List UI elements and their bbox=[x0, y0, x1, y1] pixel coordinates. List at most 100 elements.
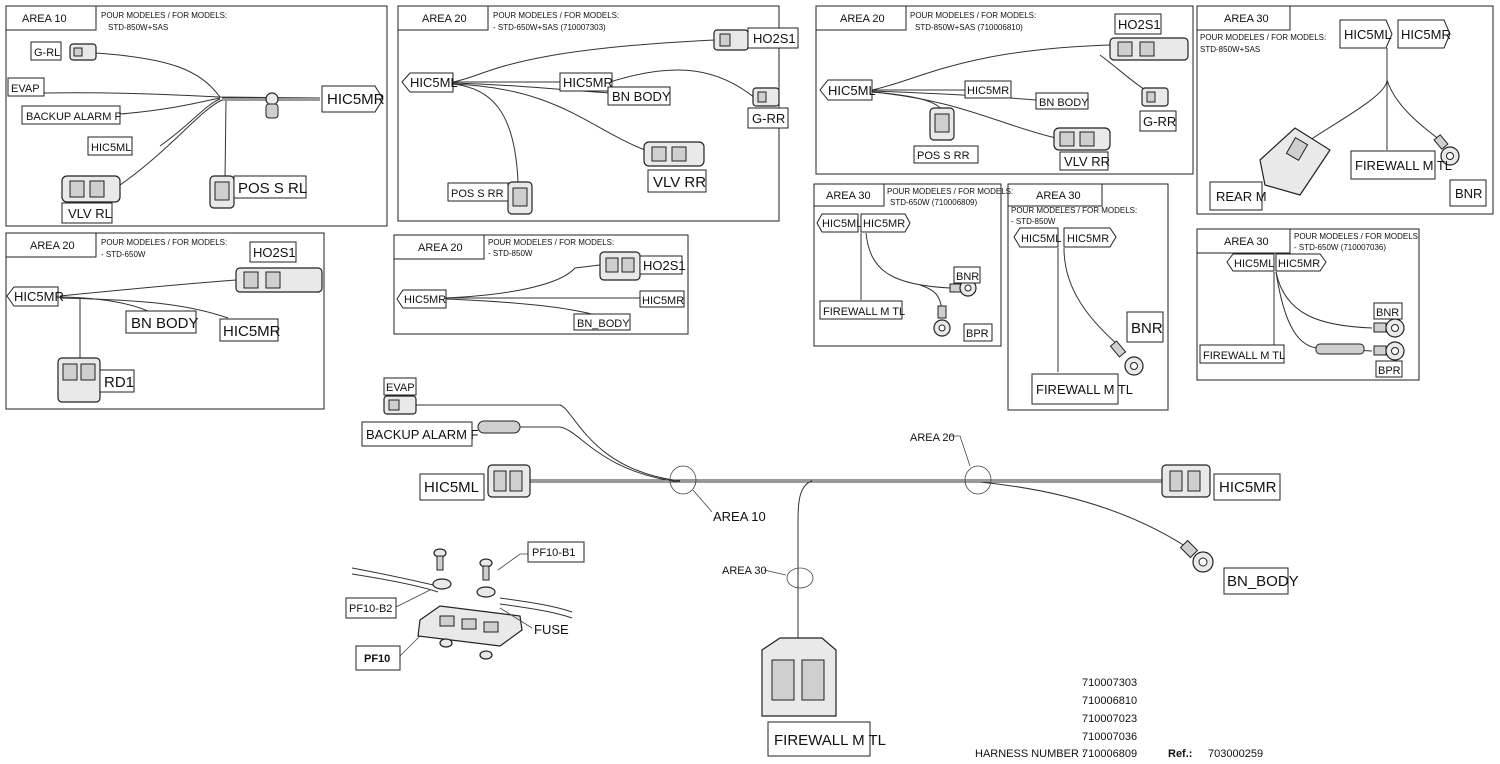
panel-frame bbox=[393, 234, 689, 335]
panel-area-box bbox=[393, 234, 485, 260]
ref-value: 703000259 bbox=[1208, 748, 1263, 760]
label-vlv-rr: VLV RR bbox=[1064, 154, 1110, 169]
ring-terminal-bnr-icon bbox=[949, 279, 977, 297]
panel-frame bbox=[1196, 228, 1420, 381]
panel-models-list: STD-850W+SAS (710006810) bbox=[915, 23, 1023, 32]
panel-area10-std850w-sas: AREA 10 POUR MODELES / FOR MODELS: STD-8… bbox=[5, 5, 388, 227]
label-bpr: BPR bbox=[1378, 365, 1401, 377]
ring-terminal-bn-body-icon bbox=[1179, 539, 1214, 573]
label-bnr: BNR bbox=[956, 271, 979, 283]
label-arrow-box bbox=[1063, 227, 1117, 248]
label-arrow-box bbox=[1339, 19, 1393, 49]
panel-models-heading: POUR MODELES / FOR MODELS: bbox=[488, 238, 614, 247]
label-hic5ml: HIC5ML bbox=[1021, 233, 1061, 245]
connector-rear-m-icon bbox=[1259, 127, 1331, 196]
label-bnr: BNR bbox=[1376, 307, 1399, 319]
label-box bbox=[639, 290, 685, 308]
label-hic5mr: HIC5MR bbox=[14, 289, 64, 304]
label-arrow-box bbox=[6, 286, 59, 307]
label-box bbox=[345, 597, 397, 619]
label-hic5mr: HIC5MR bbox=[1219, 479, 1277, 496]
label-pf10-b2: PF10-B2 bbox=[349, 603, 392, 615]
label-box bbox=[1449, 179, 1487, 207]
ring-terminal-bnr-icon bbox=[1373, 318, 1405, 338]
label-box bbox=[87, 136, 133, 156]
label-ho2s1: HO2S1 bbox=[753, 31, 796, 46]
label-hic5ml: HIC5ML bbox=[1344, 27, 1392, 42]
wire bbox=[1309, 48, 1388, 141]
panel-frame bbox=[1196, 5, 1494, 215]
label-box bbox=[249, 241, 297, 263]
ring-terminal-bnr-icon bbox=[1433, 134, 1460, 166]
fuse-block-pf10 bbox=[351, 548, 573, 660]
area10-marker bbox=[669, 465, 697, 495]
washer-icon bbox=[476, 586, 496, 598]
harness-number: 710007036 bbox=[1082, 731, 1137, 743]
panel-area-label: AREA 30 bbox=[826, 190, 871, 202]
wire bbox=[871, 44, 1111, 91]
panel-models-list: - STD-850W bbox=[488, 249, 533, 258]
label-box bbox=[383, 377, 417, 396]
panel-models-heading: POUR MODELES / FOR MODELS: bbox=[493, 11, 619, 20]
panel-models-heading: POUR MODELES / FOR MODELS: bbox=[1294, 232, 1420, 241]
label-box bbox=[573, 313, 631, 331]
ring-terminal-bpr-icon bbox=[1373, 341, 1405, 361]
label-arrow-box bbox=[401, 72, 454, 93]
label-hic5mr: HIC5MR bbox=[1278, 258, 1320, 270]
fuse-slot-icon bbox=[461, 618, 477, 630]
panel-area-box bbox=[1196, 5, 1291, 31]
label-arrow-box bbox=[1275, 253, 1327, 272]
panel-area-label: AREA 20 bbox=[418, 242, 463, 254]
label-hic5mr: HIC5MR bbox=[863, 218, 905, 230]
harness-number: 710006809 bbox=[1082, 748, 1137, 760]
wire bbox=[499, 597, 573, 613]
label-box bbox=[913, 145, 979, 164]
label-box bbox=[1375, 360, 1403, 378]
panel-models-list: STD-850W+SAS bbox=[108, 23, 168, 32]
label-box bbox=[953, 266, 981, 284]
wire bbox=[452, 83, 651, 153]
connector-pos-s-rl-icon bbox=[209, 175, 235, 209]
panel-models-list: - STD-850W bbox=[1011, 217, 1056, 226]
panel-area30-std850w-sas: AREA 30 POUR MODELES / FOR MODELS: STD-8… bbox=[1196, 5, 1494, 215]
label-area30: AREA 30 bbox=[722, 565, 767, 577]
panel-frame bbox=[5, 232, 325, 410]
label-box bbox=[125, 310, 197, 334]
wire bbox=[59, 279, 237, 297]
panel-models-heading: POUR MODELES / FOR MODELS: bbox=[101, 11, 227, 20]
label-hic5ml: HIC5ML bbox=[424, 479, 479, 496]
panel-models-list: STD-850W+SAS bbox=[1200, 45, 1260, 54]
label-fuse: FUSE bbox=[534, 622, 569, 637]
label-hic5mr-2: HIC5MR bbox=[223, 323, 281, 340]
label-evap: EVAP bbox=[386, 382, 415, 394]
wire bbox=[351, 567, 439, 587]
label-hic5ml: HIC5ML bbox=[1234, 258, 1274, 270]
label-box bbox=[21, 105, 121, 125]
label-box bbox=[233, 175, 307, 199]
label-backup-alarm: BACKUP ALARM F bbox=[366, 427, 479, 442]
connector-pos-s-rr-icon bbox=[507, 181, 533, 215]
label-box bbox=[1114, 13, 1162, 35]
label-box bbox=[1209, 181, 1263, 211]
label-box bbox=[1126, 311, 1164, 343]
label-firewall-m-tl: FIREWALL M TL bbox=[1355, 158, 1452, 173]
label-hic5mr: HIC5MR bbox=[1401, 27, 1451, 42]
leader-line bbox=[763, 569, 787, 576]
label-backup-alarm: BACKUP ALARM F bbox=[26, 111, 121, 123]
panel-area-label: AREA 20 bbox=[30, 240, 75, 252]
label-box bbox=[559, 72, 613, 92]
label-hic5mr-2: HIC5MR bbox=[642, 295, 684, 307]
label-grr: G-RR bbox=[752, 111, 785, 126]
label-box bbox=[1031, 373, 1119, 405]
label-hic5mr: HIC5MR bbox=[563, 75, 613, 90]
panel-frame bbox=[815, 5, 1194, 175]
wire bbox=[452, 39, 716, 83]
wire bbox=[351, 573, 439, 593]
panel-models-heading: POUR MODELES / FOR MODELS: bbox=[1011, 206, 1137, 215]
label-firewall-m-tl: FIREWALL M TL bbox=[823, 306, 905, 318]
label-arrow-box bbox=[1226, 253, 1275, 272]
wire bbox=[452, 83, 519, 183]
wire bbox=[224, 100, 227, 181]
ring-terminal-bnr-icon bbox=[1109, 340, 1144, 376]
